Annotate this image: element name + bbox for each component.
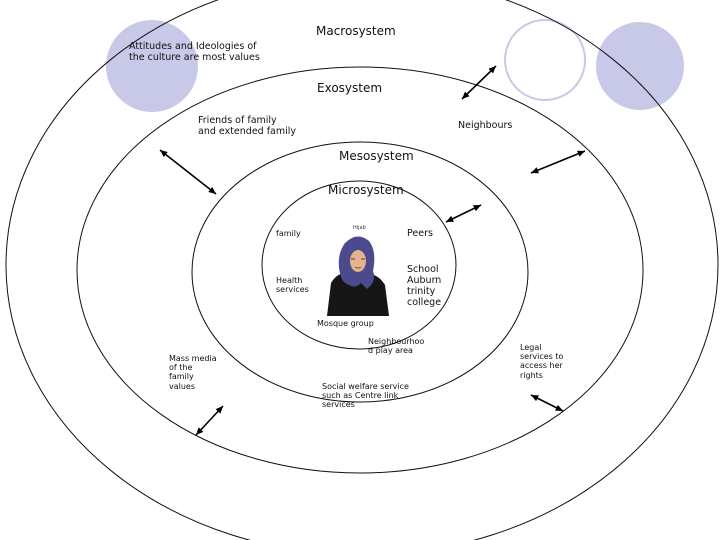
- social-welfare-label: Social welfare service such as Centre li…: [322, 382, 409, 410]
- double-arrow-icon: [195, 405, 224, 436]
- mesosystem-title: Mesosystem: [339, 149, 414, 163]
- decorative-circle-right: [596, 22, 684, 110]
- mosque-group-label: Mosque group: [317, 319, 374, 328]
- clothing-shape: [327, 272, 389, 316]
- exosystem-ring: [76, 66, 644, 474]
- macrosystem-ring: [5, 0, 719, 540]
- mass-media-label: Mass media of the family values: [169, 354, 217, 391]
- health-services-label: Health services: [276, 276, 309, 295]
- double-arrow-icon: [530, 150, 586, 174]
- legal-services-label: Legal services to access her rights: [520, 343, 564, 380]
- microsystem-title: Microsystem: [328, 183, 404, 197]
- mesosystem-ring: [191, 141, 529, 403]
- double-arrow-icon: [445, 204, 482, 223]
- microsystem-ring: [261, 180, 457, 350]
- decorative-circle-left: [106, 20, 198, 112]
- neighbours-label: Neighbours: [458, 120, 513, 131]
- exosystem-title: Exosystem: [317, 81, 383, 95]
- family-label: family: [276, 229, 301, 238]
- decorative-ring-right: [504, 19, 586, 101]
- friends-label: Friends of family and extended family: [198, 115, 297, 137]
- portrait-caption: Hijab: [353, 225, 366, 231]
- face-shape: [350, 250, 366, 272]
- peers-label: Peers: [407, 228, 433, 239]
- neighbourhood-play-area-label: Neighbourhoo d play area: [368, 337, 425, 356]
- school-label: School Auburn trinity college: [407, 264, 442, 308]
- macrosystem-title: Macrosystem: [316, 24, 396, 38]
- portrait-image: Hijab: [315, 219, 399, 316]
- double-arrow-icon: [461, 65, 497, 100]
- attitudes-label: Attitudes and Ideologies of the culture …: [129, 41, 260, 63]
- double-arrow-icon: [159, 149, 217, 195]
- double-arrow-icon: [530, 394, 564, 412]
